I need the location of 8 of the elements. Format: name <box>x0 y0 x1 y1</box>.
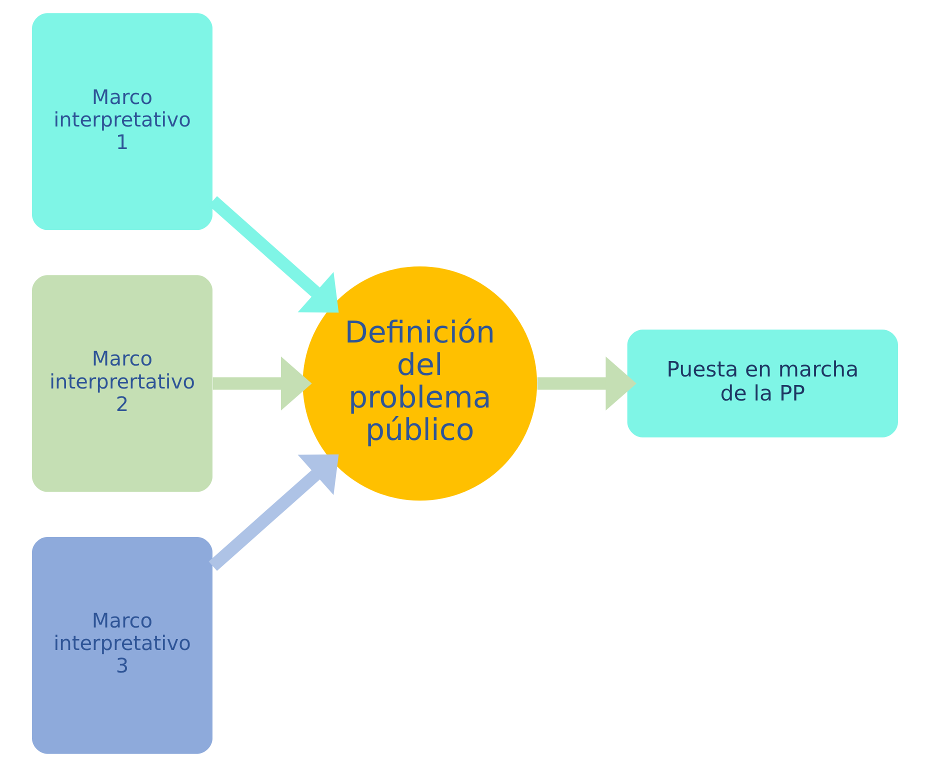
node-box: Marco interpretativo 1 <box>32 13 212 230</box>
arrow <box>208 454 339 571</box>
arrow <box>537 356 637 410</box>
node-box: Marco interprertativo 2 <box>32 275 212 492</box>
node-circle: Definición del problema público <box>302 266 538 501</box>
node-box: Puesta en marcha de la PP <box>627 330 898 438</box>
node-box: Marco interpretativo 3 <box>32 537 212 754</box>
arrow <box>212 356 312 410</box>
